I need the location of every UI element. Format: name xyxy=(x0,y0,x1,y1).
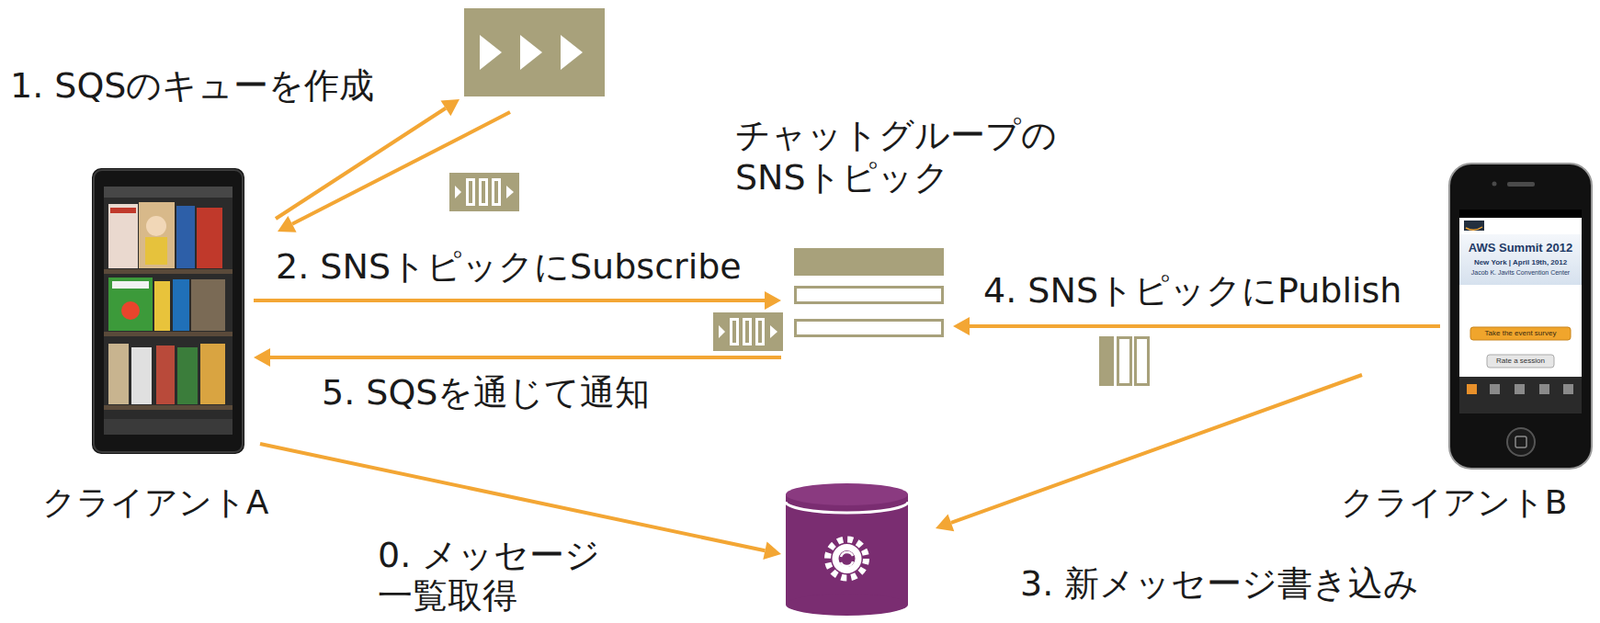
edge-label: 2. SNSトピックにSubscribe xyxy=(275,246,742,289)
client-label: クライアントB xyxy=(1340,482,1568,522)
edge-label: 4. SNSトピックにPublish xyxy=(983,270,1402,313)
flow-arrows xyxy=(260,99,1362,560)
client-device: クライアントA xyxy=(91,168,245,454)
screen-button: Take the event survey xyxy=(1485,329,1557,339)
step-label: 3. 新メッセージ書き込み xyxy=(1020,563,1419,606)
screen-text: New York | April 19th, 2012 xyxy=(1474,258,1567,268)
message-icon xyxy=(449,172,520,212)
connector xyxy=(953,317,1441,336)
phone-illustration xyxy=(1449,163,1592,469)
message-icon xyxy=(713,312,783,352)
database-icon xyxy=(785,483,908,616)
connector-line xyxy=(967,324,1441,329)
arrow-head xyxy=(953,317,970,336)
tablet-illustration xyxy=(91,168,245,454)
client-device: クライアントB xyxy=(1449,163,1592,469)
connector-line xyxy=(253,298,767,303)
arrow-head xyxy=(764,291,782,310)
edge-label: 5. SQSを通じて通知 xyxy=(321,372,651,415)
connector-line xyxy=(268,355,782,360)
screen-text: Jacob K. Javits Convention Center xyxy=(1471,269,1570,277)
step-label: 0. メッセージ 一覧取得 xyxy=(377,535,619,616)
connector xyxy=(253,348,782,367)
client-label: クライアントA xyxy=(42,482,270,522)
screen-button: Rate a session xyxy=(1496,356,1545,366)
sns-topic: チャットグループの SNSトピック xyxy=(790,244,944,368)
step-label: 1. SQSのキューを作成 xyxy=(10,65,375,108)
topic-heading: チャットグループの SNSトピック xyxy=(735,114,1064,199)
sqs-queue-icon xyxy=(464,8,605,97)
connector xyxy=(253,291,782,310)
message-icon xyxy=(1099,336,1149,386)
screen-title: AWS Summit 2012 xyxy=(1468,240,1573,256)
sns-topic-icon xyxy=(794,248,944,337)
arrow-head xyxy=(253,348,271,367)
